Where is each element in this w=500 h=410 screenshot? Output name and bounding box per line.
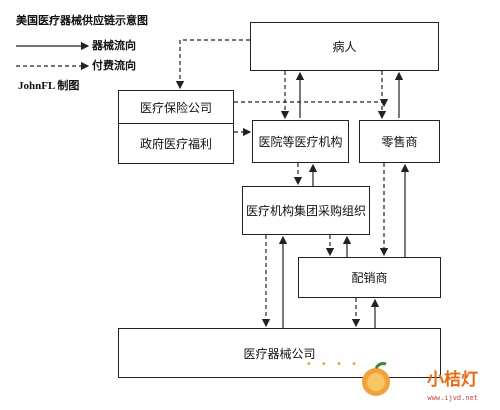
node-manufacturer-label: 医疗器械公司 [243, 346, 316, 361]
node-welfare-label: 政府医疗福利 [139, 136, 212, 151]
node-welfare: 政府医疗福利 [119, 123, 233, 163]
node-hospital-label: 医院等医疗机构 [258, 135, 343, 149]
watermark-url: www.ijvd.net [427, 394, 478, 402]
watermark-dots: • • • • [305, 359, 360, 370]
node-retailer-label: 零售商 [381, 135, 418, 149]
node-insurer-label: 医疗保险公司 [139, 100, 212, 115]
node-distributor: 配销商 [298, 257, 441, 298]
node-insurer: 医疗保险公司 [119, 91, 233, 124]
diagram-title: 美国医疗器械供应链示意图 [16, 14, 148, 27]
arrow-insurer-to-retailer [234, 98, 389, 108]
node-patient-label: 病人 [332, 40, 357, 54]
node-hospital: 医院等医疗机构 [252, 120, 349, 163]
legend-goods-label: 器械流向 [92, 39, 136, 52]
node-manufacturer: 医疗器械公司 [118, 328, 441, 378]
arrow-patient-to-insurer [175, 39, 250, 90]
node-insurer-group: 医疗保险公司 政府医疗福利 [118, 90, 234, 164]
credit-label: JohnFL 制图 [18, 80, 80, 92]
watermark-logo [362, 362, 390, 396]
node-retailer: 零售商 [359, 120, 440, 163]
legend-payment-label: 付费流向 [92, 59, 136, 72]
node-distributor-label: 配销商 [351, 271, 388, 285]
node-patient: 病人 [250, 22, 439, 71]
watermark-brand: 小桔灯 [427, 370, 478, 390]
node-gpo: 医疗机构集团采购组织 [242, 186, 370, 235]
node-gpo-label: 医疗机构集团采购组织 [245, 204, 366, 218]
